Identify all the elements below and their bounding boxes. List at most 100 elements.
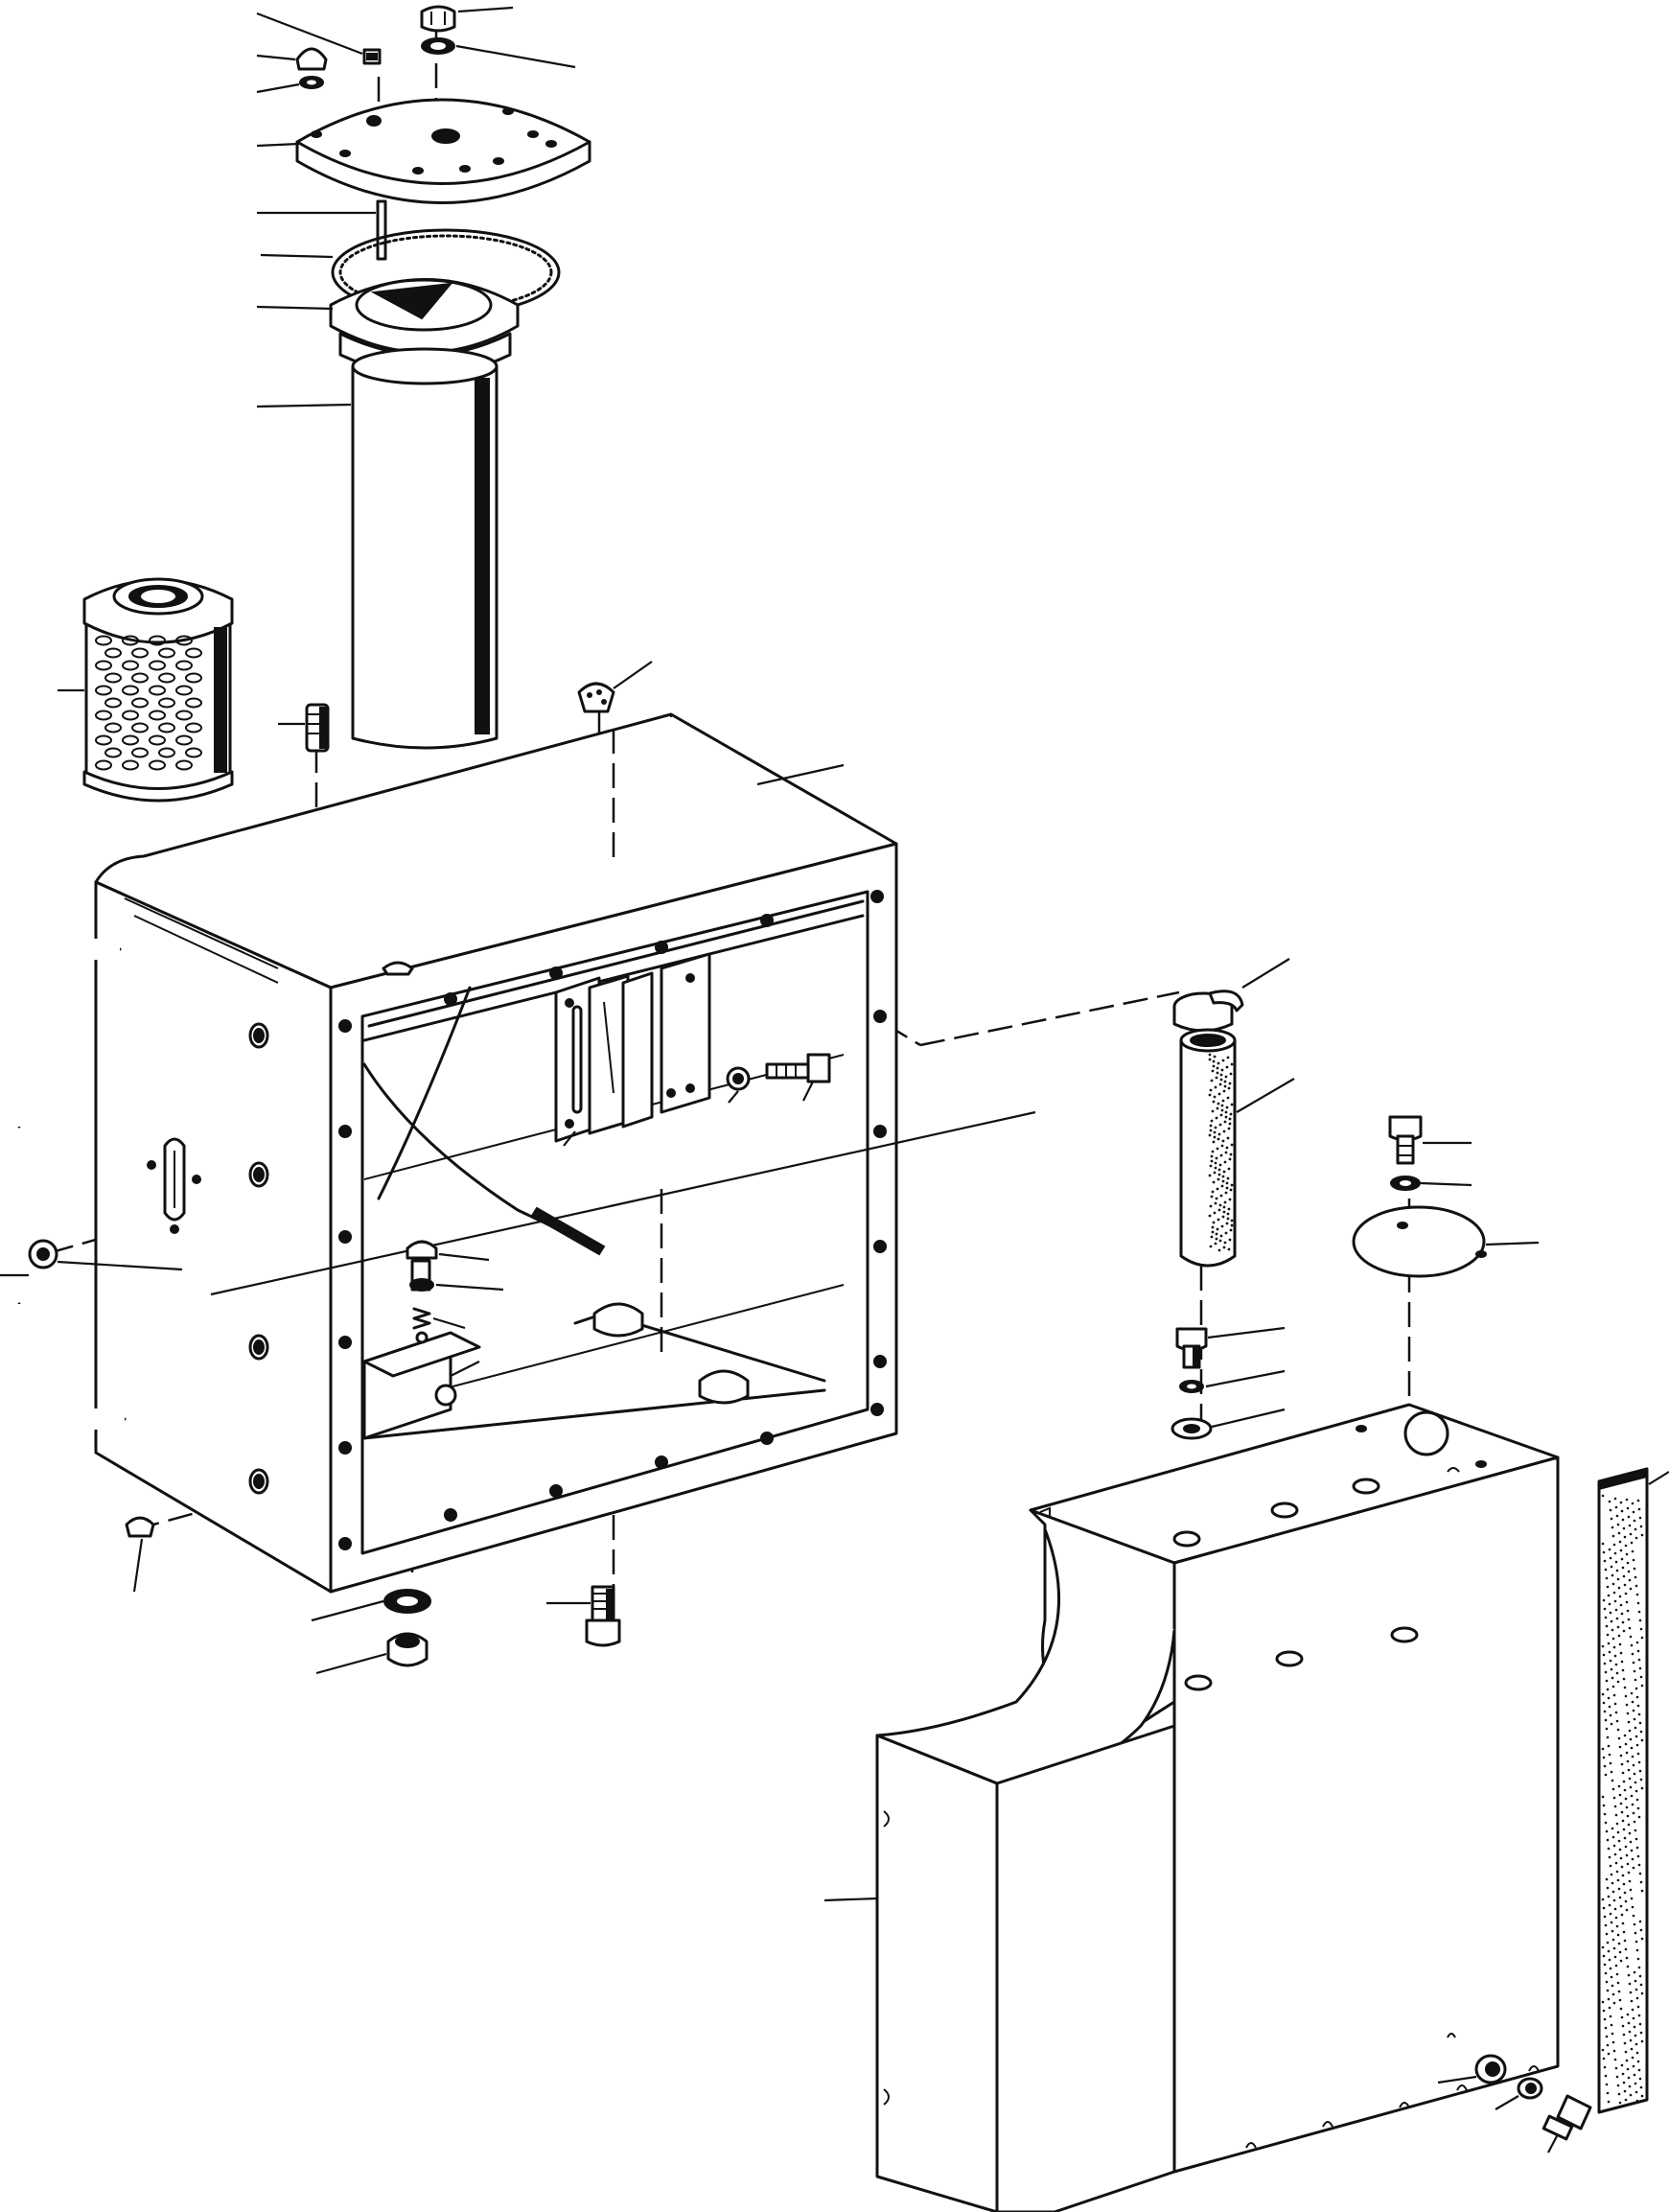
foam-texture-dot: [1625, 1805, 1629, 1809]
foam-texture-dot: [1612, 2049, 1616, 2053]
foam-texture-dot: [1610, 1722, 1613, 1726]
foam-texture-dot: [1621, 1874, 1625, 1877]
frame-bolt-hole: [444, 992, 457, 1006]
foam-texture-dot: [1616, 1981, 1620, 1985]
foam-texture-dot: [1606, 1941, 1610, 1944]
hose-texture-dot: [1227, 1127, 1231, 1130]
foam-texture-dot: [1629, 1532, 1633, 1536]
hose-texture-dot: [1224, 1115, 1228, 1119]
hose-texture-dot: [1223, 1084, 1227, 1088]
hose-texture-dot: [1217, 1061, 1220, 1065]
hose-texture-dot: [1226, 1212, 1230, 1216]
leader-bl-plug: [132, 1538, 144, 1593]
leader-side-bolt: [728, 1090, 739, 1104]
hose-texture-dot: [1224, 1191, 1228, 1195]
foam-texture-dot: [1624, 1694, 1628, 1698]
hose-texture-dot: [1226, 1217, 1230, 1221]
foam-texture-dot: [1609, 1967, 1612, 1970]
hose-texture-dot: [1214, 1161, 1217, 1165]
foam-texture-dot: [1616, 1680, 1620, 1684]
foam-texture-dot: [1611, 1525, 1614, 1529]
foam-texture-dot: [1634, 1828, 1637, 1832]
foam-texture-dot: [1612, 1543, 1616, 1547]
breather-cap: [577, 682, 615, 713]
foam-texture-dot: [1640, 1786, 1644, 1790]
hose-texture-dot: [1217, 1218, 1220, 1222]
foam-texture-dot: [1634, 1789, 1638, 1793]
foam-texture-dot: [1627, 2076, 1631, 2080]
hose-texture-dot: [1218, 1123, 1222, 1127]
foam-texture-dot: [1629, 1737, 1633, 1741]
foam-texture-dot: [1607, 1642, 1611, 1645]
hose-texture-dot: [1218, 1083, 1222, 1086]
foam-texture-dot: [1640, 1937, 1644, 1941]
foam-texture-dot: [1634, 1527, 1637, 1531]
foam-texture-dot: [1623, 1686, 1627, 1689]
foam-texture-dot: [1627, 2021, 1631, 2025]
filter-hole: [149, 660, 166, 671]
hose-texture-dot: [1220, 1104, 1224, 1107]
leader-inner-2: [435, 1283, 504, 1292]
small-washer: [299, 76, 324, 89]
foam-texture-dot: [1615, 2075, 1619, 2079]
foam-texture-dot: [1616, 1625, 1620, 1629]
foam-texture-dot: [1634, 1678, 1637, 1682]
foam-texture-dot: [1603, 1607, 1607, 1611]
hose-texture-dot: [1209, 1088, 1213, 1092]
foam-texture-dot: [1610, 1667, 1613, 1671]
foam-texture-dot: [1611, 1637, 1615, 1641]
filter-hole: [122, 734, 139, 746]
shroud-bolt: [1175, 1327, 1208, 1369]
leader-inner-3: [432, 1316, 466, 1330]
foam-texture-dot: [1639, 2085, 1643, 2089]
foam-texture-dot: [1622, 1930, 1626, 1934]
foam-texture-dot: [1601, 2048, 1605, 2052]
foam-texture-dot: [1618, 1642, 1622, 1646]
foam-texture-dot: [1609, 1864, 1612, 1868]
hose-texture-dot: [1218, 1163, 1222, 1167]
frame-bolt-hole: [338, 1125, 352, 1138]
foam-texture-dot: [1601, 1494, 1605, 1498]
foam-texture-dot: [1611, 1984, 1614, 1988]
foam-texture-dot: [1632, 2064, 1635, 2068]
foam-texture-dot: [1602, 1701, 1606, 1705]
foam-texture-dot: [1616, 2084, 1620, 2087]
foam-texture-dot: [1639, 1880, 1643, 1884]
foam-texture-dot: [1631, 2056, 1634, 2060]
hose-texture-dot: [1227, 1086, 1231, 1090]
foam-texture-dot: [1627, 1973, 1631, 1977]
foam-texture-dot: [1620, 1762, 1624, 1766]
hose-texture-dot: [1226, 1136, 1230, 1140]
filter-hole: [158, 672, 175, 684]
hose-texture-dot: [1212, 1140, 1216, 1144]
foam-texture-dot: [1624, 1797, 1628, 1801]
filter-hole: [122, 710, 139, 721]
foam-texture-dot: [1630, 2047, 1634, 2051]
foam-texture-dot: [1603, 1662, 1607, 1665]
foam-texture-dot: [1624, 1845, 1628, 1849]
foam-texture-dot: [1618, 2101, 1622, 2105]
hose-texture-dot: [1228, 1157, 1232, 1161]
filter-hole: [175, 685, 193, 696]
hose-texture-dot: [1214, 1126, 1217, 1129]
foam-texture-dot: [1638, 1872, 1642, 1875]
foam-texture-dot: [1608, 1903, 1611, 1907]
foam-texture-dot: [1639, 1730, 1643, 1734]
foam-texture-dot: [1620, 1612, 1624, 1616]
foam-texture-dot: [1636, 1649, 1640, 1653]
foam-texture-dot: [1638, 1769, 1642, 1773]
foam-texture-dot: [1601, 1795, 1605, 1799]
frame-bolt-hole: [870, 1403, 884, 1416]
foam-texture-dot: [1628, 1626, 1632, 1630]
side-hole-center: [253, 1339, 265, 1355]
hose-texture-dot: [1224, 1110, 1228, 1114]
foam-texture-dot: [1640, 1533, 1644, 1537]
side-bolt: [726, 1053, 831, 1091]
foam-texture-dot: [1634, 1687, 1638, 1690]
foam-texture-dot: [1603, 1812, 1607, 1816]
foam-texture-dot: [1623, 1535, 1627, 1539]
foam-texture-dot: [1622, 1574, 1626, 1578]
foam-texture-dot: [1601, 1747, 1605, 1751]
foam-texture-dot: [1632, 1914, 1635, 1918]
